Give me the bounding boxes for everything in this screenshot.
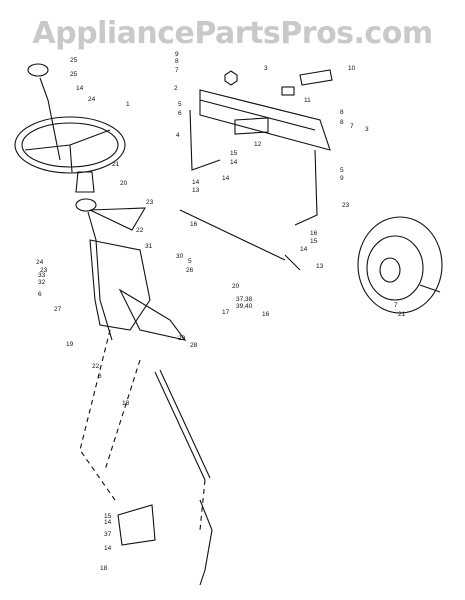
bushing-11 — [281, 86, 295, 96]
wheel-hub — [379, 257, 401, 283]
drag-link — [154, 371, 206, 481]
steering-wheel-inner — [21, 122, 119, 168]
label-19: 19 — [66, 341, 74, 348]
steering-shaft — [87, 211, 113, 341]
label-21: 21 — [112, 161, 120, 168]
label-17: 17 — [222, 309, 230, 316]
label-14b: 14 — [104, 519, 112, 526]
label-23: 23 — [146, 199, 154, 206]
label-24: 24 — [88, 96, 96, 103]
label-18b: 18 — [100, 565, 108, 572]
label-11: 11 — [304, 97, 311, 104]
steering-column-upper — [39, 77, 61, 161]
label-22b: 22 — [92, 363, 100, 370]
label-12: 12 — [254, 141, 262, 148]
label-25: 25 — [70, 57, 78, 64]
label-4: 4 — [176, 132, 180, 139]
label-29: 29 — [178, 335, 186, 342]
label-16c: 16 — [262, 311, 270, 318]
label-8: 8 — [175, 58, 179, 65]
label-23c: 23 — [40, 267, 48, 274]
label-15b: 15 — [230, 150, 238, 157]
right-spindle — [294, 149, 318, 226]
label-14: 14 — [76, 85, 84, 92]
steering-bracket — [89, 239, 151, 331]
watermark: AppliancePartsPros.com — [32, 16, 433, 51]
label-13b: 13 — [316, 263, 324, 270]
label-6: 6 — [38, 291, 42, 298]
label-6d: 8 — [340, 119, 344, 126]
label-2: 2 — [174, 85, 178, 92]
nut-3 — [224, 70, 238, 86]
label-39-40: 39,40 — [236, 303, 253, 310]
front-tire-inner — [366, 235, 424, 301]
label-5c: 5 — [340, 167, 344, 174]
label-20: 20 — [120, 180, 128, 187]
label-55: 25 — [70, 71, 78, 78]
label-16b: 16 — [310, 230, 318, 237]
label-5: 5 — [188, 258, 192, 265]
steering-gear — [75, 171, 95, 193]
tie-rod-end — [284, 254, 301, 271]
steering-wheel-spokes — [24, 129, 111, 173]
label-1: 1 — [126, 101, 130, 108]
label-6b: 6 — [98, 373, 102, 380]
steering-wheel — [14, 116, 126, 174]
bolt-10 — [299, 69, 333, 86]
support-plate — [118, 288, 187, 341]
left-spindle — [189, 109, 221, 171]
label-6c: 6 — [178, 110, 182, 117]
label-14c: 14 — [104, 545, 112, 552]
bracket-12 — [234, 117, 269, 135]
label-18: 18 — [122, 400, 130, 407]
label-27: 27 — [54, 306, 62, 313]
label-15c: 15 — [310, 238, 318, 245]
tie-rod — [179, 209, 286, 261]
axle-body — [199, 99, 316, 131]
cotter-pin — [419, 284, 441, 293]
label-3b: 3 — [365, 126, 369, 133]
label-37: 37 — [104, 531, 112, 538]
label-26: 26 — [186, 267, 194, 274]
label-7: 7 — [175, 67, 179, 74]
label-33: 33 — [38, 272, 46, 279]
label-22: 22 — [136, 227, 144, 234]
label-16: 16 — [190, 221, 198, 228]
pitman-link — [199, 499, 213, 586]
label-31: 31 — [145, 243, 153, 250]
front-axle — [199, 89, 331, 151]
label-30: 30 — [176, 253, 184, 260]
bushing — [75, 198, 97, 212]
label-14f: 14 — [192, 179, 200, 186]
label-28: 28 — [190, 342, 198, 349]
label-14g: 14 — [300, 246, 308, 253]
label-9: 9 — [175, 51, 179, 58]
label-8c: 21 — [398, 311, 406, 318]
steering-cap — [27, 63, 49, 77]
sector-gear — [117, 504, 156, 546]
label-7b: 7 — [350, 123, 354, 130]
label-37-38: 37,38 — [236, 296, 253, 303]
label-5b: 5 — [178, 101, 182, 108]
label-20b: 20 — [232, 283, 240, 290]
label-32: 32 — [38, 279, 46, 286]
label-6e: 9 — [340, 175, 344, 182]
label-14e: 14 — [222, 175, 230, 182]
drag-link-outline — [159, 369, 211, 479]
label-3: 3 — [264, 65, 268, 72]
label-8b: 8 — [340, 109, 344, 116]
label-24b: 24 — [36, 259, 44, 266]
label-7c: 7 — [394, 302, 398, 309]
front-tire — [357, 216, 443, 314]
label-10: 10 — [348, 65, 356, 72]
label-9b: 23 — [342, 202, 350, 209]
label-14d: 14 — [230, 159, 238, 166]
guide-dashes — [79, 329, 206, 531]
shaft-arm — [89, 207, 146, 231]
label-15: 15 — [104, 513, 112, 520]
label-13: 13 — [192, 187, 200, 194]
